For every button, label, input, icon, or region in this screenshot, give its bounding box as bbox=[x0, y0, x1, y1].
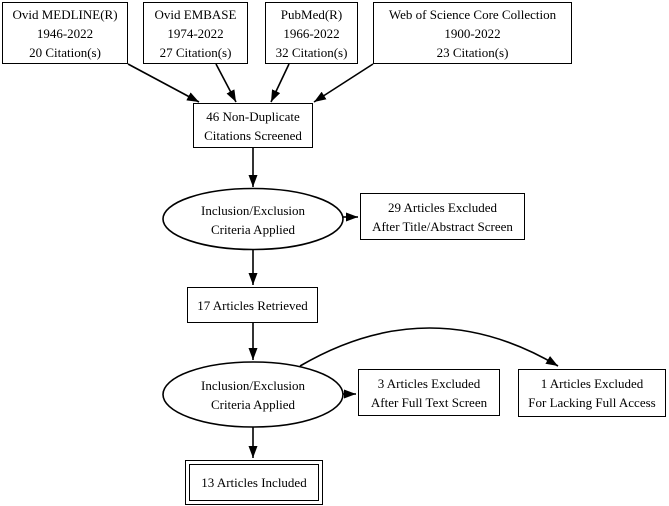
source-citations: 23 Citation(s) bbox=[436, 44, 509, 60]
arrow-criteria2-to-excluded-access bbox=[299, 327, 559, 367]
arrow-wos-to-screened bbox=[313, 63, 374, 103]
retrieved-label: 17 Articles Retrieved bbox=[197, 297, 308, 313]
source-box-ovid-embase: Ovid EMBASE 1974-2022 27 Citation(s) bbox=[143, 2, 248, 64]
criteria1-line2: Criteria Applied bbox=[210, 221, 296, 237]
source-years: 1966-2022 bbox=[283, 25, 340, 41]
source-box-pubmed: PubMed(R) 1966-2022 32 Citation(s) bbox=[265, 2, 358, 64]
criteria1-line1: Inclusion/Exclusion bbox=[201, 202, 305, 218]
source-citations: 27 Citation(s) bbox=[159, 44, 232, 60]
arrow-pubmed-to-screened bbox=[270, 63, 290, 103]
screened-box: 46 Non-Duplicate Citations Screened bbox=[193, 103, 313, 148]
criteria2-label: Inclusion/Exclusion Criteria Applied bbox=[163, 362, 343, 427]
source-name: Ovid MEDLINE(R) bbox=[12, 6, 118, 22]
source-years: 1974-2022 bbox=[167, 25, 224, 41]
retrieved-box: 17 Articles Retrieved bbox=[187, 287, 318, 323]
excluded-title-abstract-box: 29 Articles Excluded After Title/Abstrac… bbox=[360, 193, 525, 240]
excluded-access-box: 1 Articles Excluded For Lacking Full Acc… bbox=[518, 369, 666, 417]
source-citations: 32 Citation(s) bbox=[275, 44, 348, 60]
excluded-full-text-line1: 3 Articles Excluded bbox=[377, 375, 481, 391]
excluded-title-abstract-line1: 29 Articles Excluded bbox=[387, 199, 498, 215]
excluded-access-line2: For Lacking Full Access bbox=[528, 395, 656, 410]
criteria1-label: Inclusion/Exclusion Criteria Applied bbox=[163, 189, 343, 250]
source-name: PubMed(R) bbox=[280, 6, 343, 22]
arrow-embase-to-screened bbox=[215, 63, 237, 103]
criteria2-line1: Inclusion/Exclusion bbox=[201, 377, 305, 393]
source-box-web-of-science: Web of Science Core Collection 1900-2022… bbox=[373, 2, 572, 64]
screened-line2: Citations Screened bbox=[204, 127, 302, 143]
source-years: 1946-2022 bbox=[36, 25, 94, 41]
source-years: 1900-2022 bbox=[444, 25, 501, 41]
source-name: Ovid EMBASE bbox=[154, 6, 237, 22]
excluded-access-line1: 1 Articles Excluded bbox=[540, 376, 644, 391]
source-name: Web of Science Core Collection bbox=[388, 6, 557, 22]
excluded-full-text-box: 3 Articles Excluded After Full Text Scre… bbox=[358, 369, 500, 416]
arrow-medline-to-screened bbox=[127, 63, 200, 103]
criteria2-line2: Criteria Applied bbox=[210, 396, 296, 412]
excluded-full-text-line2: After Full Text Screen bbox=[370, 394, 488, 410]
included-box: 13 Articles Included bbox=[185, 460, 323, 505]
source-box-ovid-medline: Ovid MEDLINE(R) 1946-2022 20 Citation(s) bbox=[2, 2, 128, 64]
source-citations: 20 Citation(s) bbox=[29, 44, 101, 60]
included-label: 13 Articles Included bbox=[201, 475, 307, 490]
included-inner-border: 13 Articles Included bbox=[189, 464, 319, 501]
screened-line1: 46 Non-Duplicate bbox=[206, 108, 300, 124]
excluded-title-abstract-line2: After Title/Abstract Screen bbox=[372, 218, 513, 234]
